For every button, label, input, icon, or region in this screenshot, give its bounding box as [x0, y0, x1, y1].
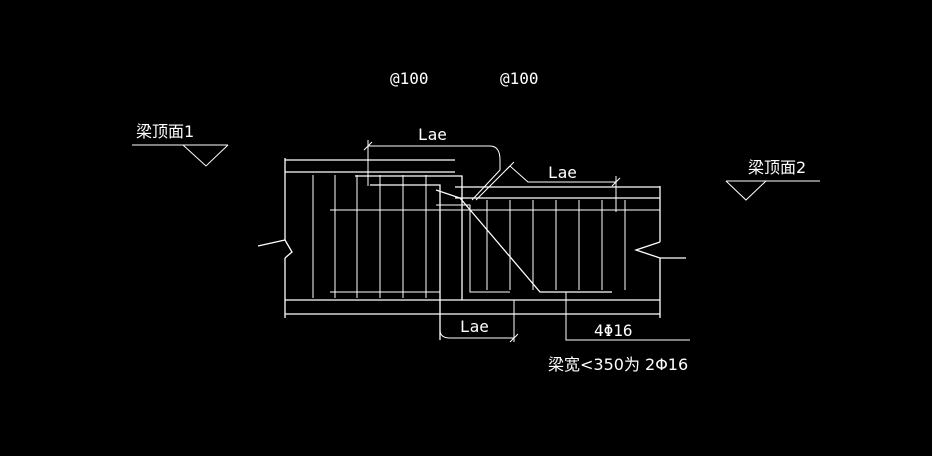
beam-outline	[257, 158, 686, 318]
bars-main-label: 4Φ16	[594, 321, 633, 340]
elevation-marker-left: 梁顶面1	[132, 122, 229, 167]
stirrup-spacing-label-right: @100	[500, 69, 539, 88]
rebar	[330, 175, 690, 341]
stirrups	[312, 175, 626, 298]
lae-label-bottom: Lae	[460, 317, 489, 336]
bars-note-label: 梁宽<350为 2Φ16	[548, 355, 688, 374]
elevation-marker-right: 梁顶面2	[725, 158, 820, 201]
stirrup-spacing-label-left: @100	[390, 69, 429, 88]
dimension-lae-bottom: Lae	[439, 300, 519, 343]
dimension-lae-top-right: Lae	[475, 161, 621, 212]
lae-label-top-left: Lae	[418, 125, 447, 144]
beam-top-2-label: 梁顶面2	[748, 158, 806, 177]
lae-label-top-right: Lae	[548, 163, 577, 182]
dimension-lae-top-left: Lae	[363, 125, 501, 201]
beam-top-1-label: 梁顶面1	[136, 122, 194, 141]
